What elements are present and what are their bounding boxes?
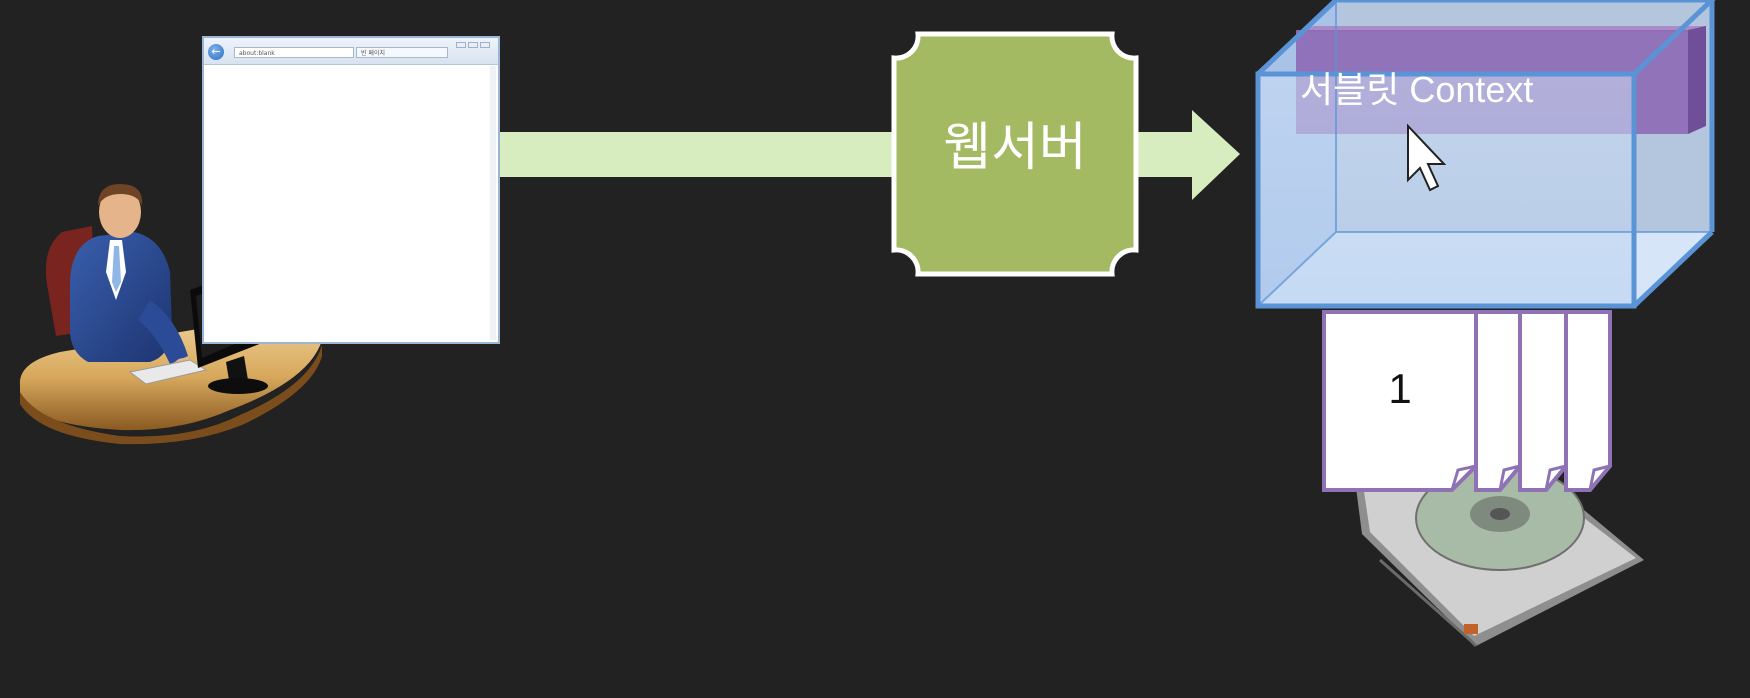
person-head: [99, 186, 141, 238]
minimize-icon[interactable]: [456, 42, 466, 48]
browser-scrollbar[interactable]: [490, 66, 496, 340]
web-server-label: 웹서버: [943, 118, 1087, 178]
arrow-head: [1192, 110, 1240, 200]
person-body: [70, 232, 172, 362]
browser-toolbar: ← about:blank 빈 페이지: [204, 38, 498, 65]
page-1: [1322, 310, 1478, 492]
back-arrow-icon[interactable]: ←: [208, 44, 224, 60]
page-number: 1: [1388, 365, 1412, 412]
maximize-icon[interactable]: [468, 42, 478, 48]
keyboard: [128, 359, 208, 385]
servlet-context-label: 서블릿 Context: [1300, 69, 1534, 110]
close-icon[interactable]: [480, 42, 490, 48]
address-bar[interactable]: about:blank: [234, 47, 354, 58]
mouse-cursor-icon: [1407, 123, 1447, 192]
browser-window: ← about:blank 빈 페이지: [202, 36, 500, 344]
browser-tab[interactable]: 빈 페이지: [356, 47, 448, 58]
